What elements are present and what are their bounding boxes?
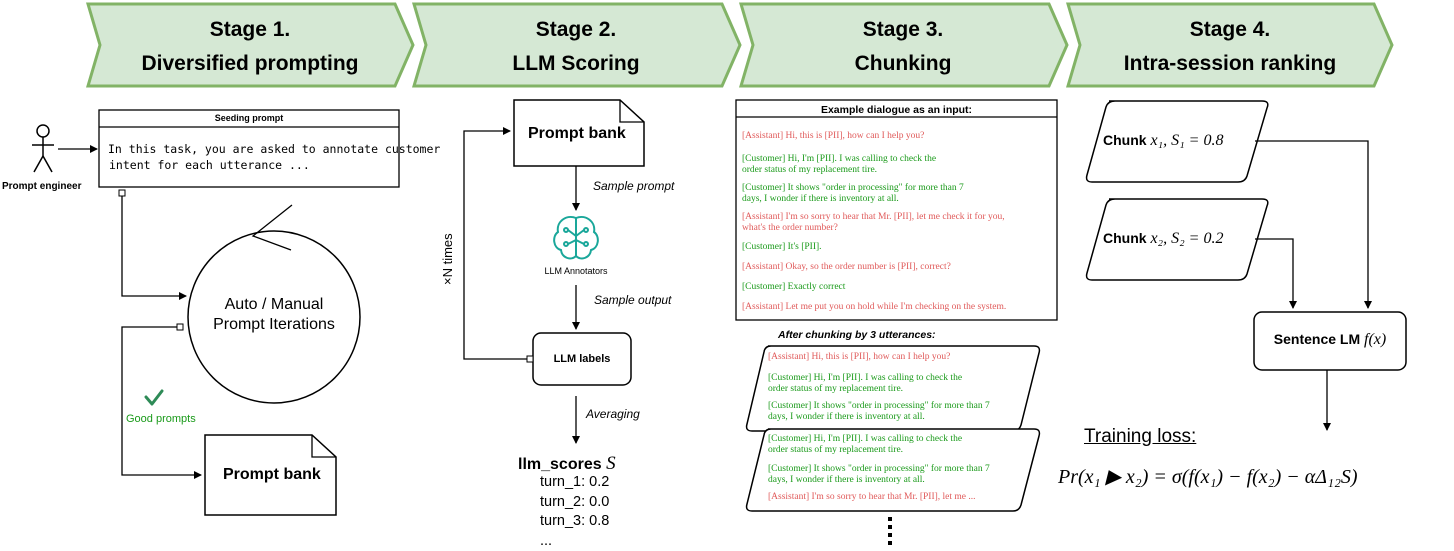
- sentence-lm-math: f(x): [1364, 331, 1386, 348]
- sample-output-label: Sample output: [594, 293, 671, 307]
- times-n-label: ×N times: [440, 205, 458, 285]
- chunk-line-assistant: [Assistant] Hi, this is [PII], how can I…: [768, 352, 1030, 363]
- stage-4-header: Stage 4. Intra-session ranking: [1080, 10, 1380, 84]
- training-loss-formula: Pr(x₁ ▶ x₂) = σ(f(x₁) − f(x₂) − αΔ₁₂S): [1058, 464, 1358, 489]
- dialogue-line-customer: [Customer] Exactly correct: [742, 282, 1054, 293]
- llm-brain-icon: [554, 217, 598, 258]
- averaging-label: Averaging: [586, 407, 640, 421]
- seeding-prompt-text: In this task, you are asked to annotate …: [108, 141, 440, 173]
- chunk-line-customer: [Customer] Hi, I'm [PII]. I was calling …: [768, 434, 1030, 456]
- good-prompts-label: Good prompts: [126, 413, 196, 425]
- llm-annotators-label: LLM Annotators: [536, 266, 616, 276]
- stage-2-subtitle: LLM Scoring: [512, 47, 639, 81]
- chunk-x1-label: Chunk x₁, S₁ = 0.8: [1103, 132, 1223, 150]
- chunk-x2-word: Chunk: [1103, 230, 1147, 246]
- chunk-x1-word: Chunk: [1103, 132, 1147, 148]
- training-loss-label: Training loss:: [1084, 426, 1196, 448]
- score-item: turn_1: 0.2: [540, 473, 609, 493]
- llm-scores-title: llm_scores S: [518, 453, 616, 475]
- stage-1-title: Stage 1.: [210, 13, 291, 47]
- stage-4-title: Stage 4.: [1190, 13, 1271, 47]
- chunk-line-customer: [Customer] It shows "order in processing…: [768, 464, 1030, 486]
- check-icon: [146, 391, 162, 404]
- stage-3-title: Stage 3.: [863, 13, 944, 47]
- score-item: turn_3: 0.8: [540, 512, 609, 532]
- prompt-bank-label-1: Prompt bank: [223, 466, 321, 484]
- dialogue-line-customer: [Customer] It's [PII].: [742, 242, 1054, 253]
- llm-scores-name: llm_scores: [518, 456, 602, 473]
- chunk-line-customer: [Customer] It shows "order in processing…: [768, 401, 1030, 423]
- chunk-1-lines: [Assistant] Hi, this is [PII], how can I…: [768, 352, 1030, 423]
- llm-scores-var: S: [606, 453, 616, 474]
- dialogue-line-assistant: [Assistant] Let me put you on hold while…: [742, 302, 1054, 313]
- seeding-prompt-line-2: intent for each utterance ...: [108, 157, 440, 173]
- stage-2-header: Stage 2. LLM Scoring: [426, 10, 726, 84]
- seeding-prompt-line-1: In this task, you are asked to annotate …: [108, 141, 440, 157]
- score-item: ...: [540, 532, 609, 551]
- prompt-bank-label-2: Prompt bank: [528, 125, 626, 143]
- example-dialogue-title: Example dialogue as an input:: [736, 104, 1057, 116]
- chunk-line-customer: [Customer] Hi, I'm [PII]. I was calling …: [768, 373, 1030, 395]
- loop-label-line-1: Auto / Manual: [190, 295, 358, 315]
- seeding-prompt-title: Seeding prompt: [99, 113, 399, 123]
- stage-1-header: Stage 1. Diversified prompting: [100, 10, 400, 84]
- chunk-line-assistant: [Assistant] I'm so sorry to hear that Mr…: [768, 492, 1030, 503]
- stage-3-header: Stage 3. Chunking: [753, 10, 1053, 84]
- prompt-engineer-label: Prompt engineer: [2, 181, 81, 192]
- sentence-lm-word: Sentence LM: [1274, 331, 1360, 347]
- dialogue-line-assistant: [Assistant] Okay, so the order number is…: [742, 262, 1054, 273]
- dialogue-line-assistant: [Assistant] Hi, this is [PII], how can I…: [742, 131, 1054, 142]
- sample-prompt-label: Sample prompt: [593, 179, 674, 193]
- after-chunking-label: After chunking by 3 utterances:: [778, 329, 936, 341]
- stage-4-subtitle: Intra-session ranking: [1124, 47, 1336, 81]
- llm-labels-label: LLM labels: [533, 353, 631, 365]
- dialogue-line-assistant: [Assistant] I'm so sorry to hear that Mr…: [742, 212, 1054, 234]
- loop-label: Auto / Manual Prompt Iterations: [190, 295, 358, 335]
- loop-label-line-2: Prompt Iterations: [190, 315, 358, 335]
- llm-scores-list: turn_1: 0.2 turn_2: 0.0 turn_3: 0.8 ...: [540, 473, 609, 551]
- example-dialogue-lines: [Assistant] Hi, this is [PII], how can I…: [742, 131, 1054, 313]
- dialogue-line-customer: [Customer] It shows "order in processing…: [742, 183, 1054, 205]
- chunk-2-lines: [Customer] Hi, I'm [PII]. I was calling …: [768, 434, 1030, 503]
- chunk-x2-math: x₂, S₂ = 0.2: [1150, 230, 1223, 247]
- chunk-x2-label: Chunk x₂, S₂ = 0.2: [1103, 230, 1223, 248]
- stage-2-title: Stage 2.: [536, 13, 617, 47]
- prompt-engineer-actor: [32, 125, 54, 172]
- score-item: turn_2: 0.0: [540, 493, 609, 513]
- dialogue-line-customer: [Customer] Hi, I'm [PII]. I was calling …: [742, 154, 1054, 176]
- chunk-x1-math: x₁, S₁ = 0.8: [1150, 132, 1223, 149]
- stage-1-subtitle: Diversified prompting: [141, 47, 358, 81]
- stage-3-subtitle: Chunking: [855, 47, 952, 81]
- sentence-lm-label: Sentence LM f(x): [1254, 331, 1406, 349]
